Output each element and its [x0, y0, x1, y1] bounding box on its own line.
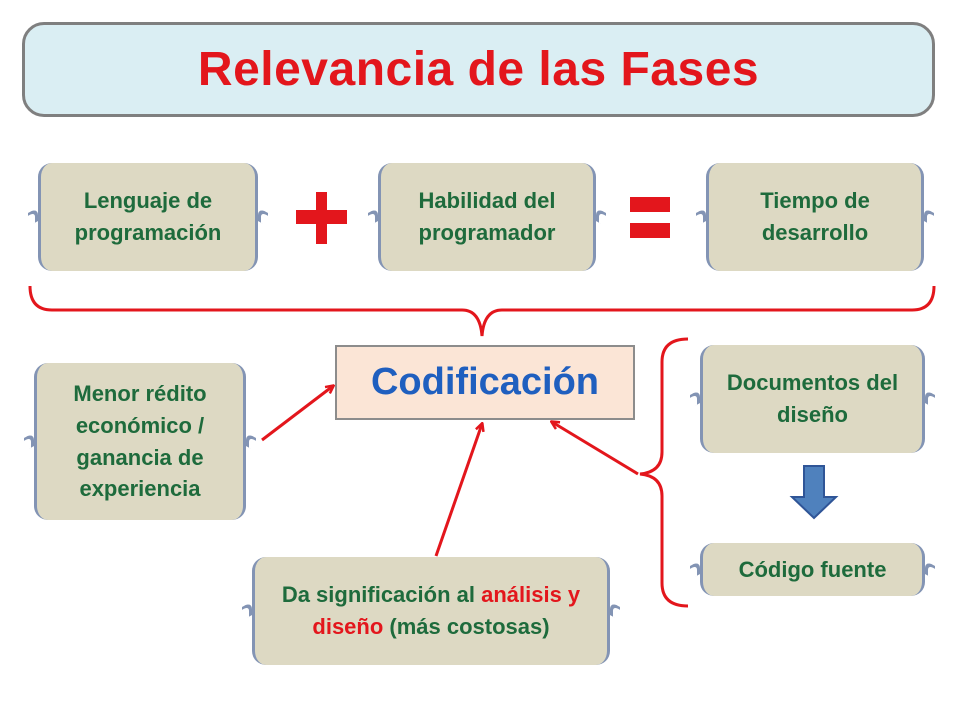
benefit-box: Menor rédito económico / ganancia de exp…	[24, 363, 256, 520]
significance-text-2: (más costosas)	[383, 614, 550, 639]
significance-label: Da significación al análisis y diseño (m…	[263, 579, 599, 643]
significance-text-1: Da significación al	[281, 582, 482, 608]
language-label: Lenguaje de programación	[74, 188, 222, 245]
codification-label: Codificación	[370, 361, 600, 403]
codification-box: Codificación	[335, 345, 635, 420]
arrow-benefit-to-codification	[261, 386, 333, 442]
equals-icon	[630, 197, 670, 238]
page-title: Relevancia de las Fases	[197, 43, 760, 96]
significance-box: Da significación al análisis y diseño (m…	[242, 557, 620, 665]
plus-icon	[296, 192, 347, 244]
source-code-label: Código fuente	[738, 556, 887, 582]
design-docs-box: Documentos del diseño	[690, 345, 935, 453]
time-box: Tiempo de desarrollo	[696, 163, 934, 271]
arrow-significance-to-codification	[434, 424, 482, 557]
title-banner: Relevancia de las Fases	[22, 22, 935, 117]
down-arrow-icon	[789, 465, 839, 520]
right-bracket-brace	[639, 337, 689, 608]
language-box: Lenguaje de programación	[28, 163, 268, 271]
benefit-label: Menor rédito económico / ganancia de exp…	[73, 380, 207, 502]
design-docs-label: Documentos del diseño	[726, 370, 899, 427]
significance-text-red: análisis y diseño	[312, 582, 581, 639]
wide-brace	[28, 285, 936, 337]
time-label: Tiempo de desarrollo	[760, 188, 870, 245]
skill-box: Habilidad del programador	[368, 163, 606, 271]
source-code-box: Código fuente	[690, 543, 935, 596]
skill-label: Habilidad del programador	[418, 188, 556, 245]
arrow-design-to-codification	[552, 422, 639, 476]
